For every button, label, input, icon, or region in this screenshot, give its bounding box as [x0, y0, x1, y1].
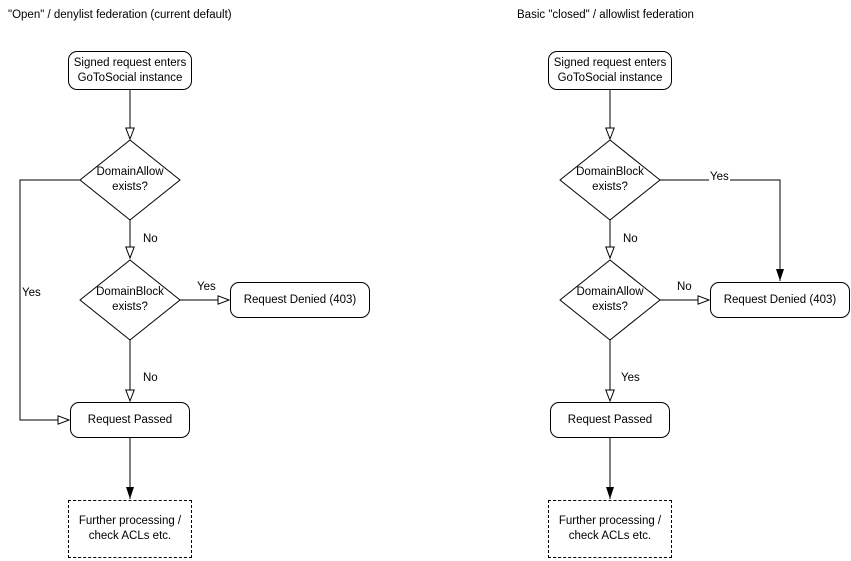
left-entry-node: Signed request enters GoToSocial instanc… — [68, 51, 192, 90]
left-passed-node: Request Passed — [70, 402, 190, 438]
right-domainallow-no-label: No — [676, 281, 693, 294]
left-decision-domainblock-label: DomainBlock exists? — [96, 286, 164, 313]
edge-left-domainallow-yes-to-passed — [19, 179, 80, 425]
right-denied-node: Request Denied (403) — [710, 282, 850, 318]
left-domainallow-no-label: No — [142, 233, 159, 246]
right-entry-node: Signed request enters GoToSocial instanc… — [548, 51, 672, 90]
right-decision-domainblock-shape — [559, 139, 661, 221]
right-further-processing-node: Further processing / check ACLs etc. — [548, 500, 672, 558]
right-passed-node: Request Passed — [550, 402, 670, 438]
right-flow-title: Basic "closed" / allowlist federation — [517, 9, 694, 21]
left-decision-domainallow-label: DomainAllow exists? — [96, 166, 164, 193]
edge-right-domainblock-yes-to-denied — [660, 179, 784, 281]
left-denied-node: Request Denied (403) — [230, 282, 370, 318]
right-decision-domainallow-shape — [559, 259, 661, 341]
right-domainallow-yes-label: Yes — [620, 372, 641, 385]
left-decision-domainblock-shape — [79, 259, 181, 341]
left-domainblock-yes-label: Yes — [196, 281, 217, 294]
right-decision-domainallow-label: DomainAllow exists? — [576, 286, 644, 313]
left-domainblock-no-label: No — [142, 372, 159, 385]
right-decision-domainblock-label: DomainBlock exists? — [576, 166, 644, 193]
left-further-processing-node: Further processing / check ACLs etc. — [68, 500, 192, 558]
right-domainblock-yes-label: Yes — [709, 171, 730, 184]
left-domainallow-yes-label: Yes — [22, 287, 41, 299]
left-flow-title: "Open" / denylist federation (current de… — [8, 9, 232, 21]
right-domainblock-no-label: No — [622, 233, 639, 246]
left-decision-domainallow-shape — [79, 139, 181, 221]
